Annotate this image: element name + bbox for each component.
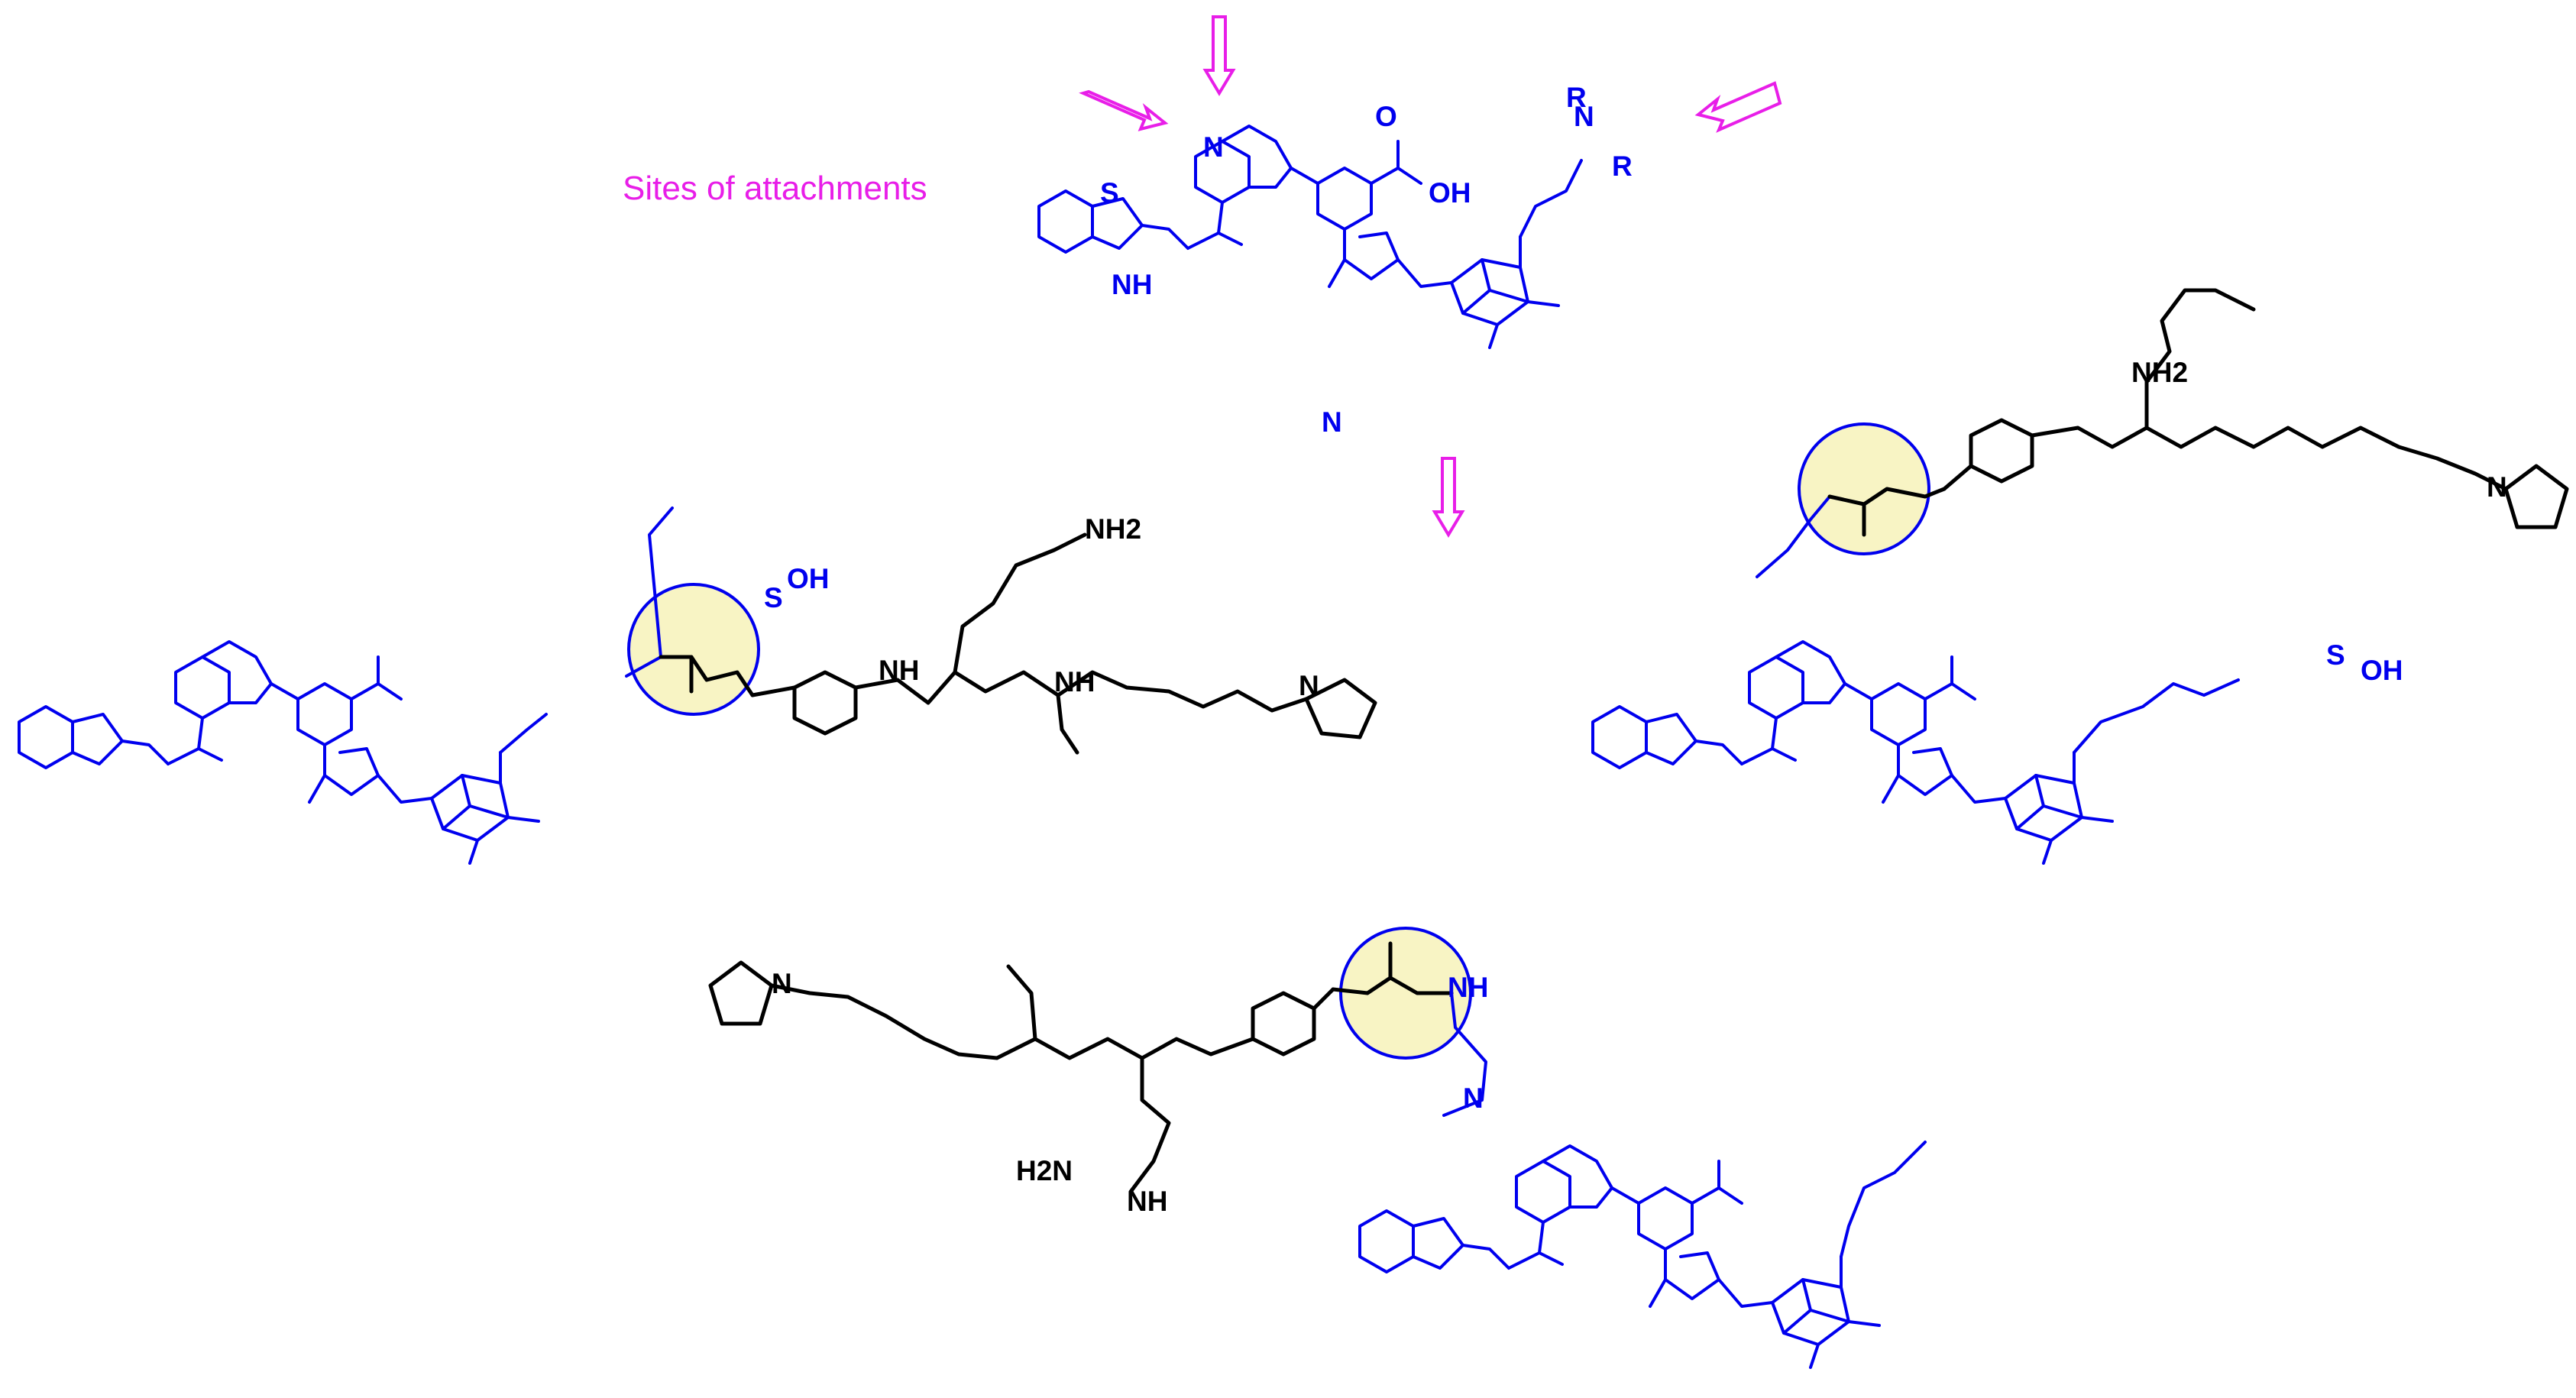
atom-label-n: N <box>2487 471 2507 503</box>
top-payload-structure <box>1037 125 1583 349</box>
benzene-ring <box>1251 991 1316 1057</box>
atom-label-nh2: NH2 <box>1085 513 1141 545</box>
carbamate-highlight <box>627 583 760 716</box>
atom-label-oh: OH <box>1429 177 1471 209</box>
atom-label-oh: OH <box>2361 655 2403 686</box>
atom-label-r: R <box>1612 150 1633 182</box>
right-conjugate-payload <box>1591 640 2240 865</box>
atom-label-nh: NH <box>1127 1186 1167 1217</box>
atom-label-nh2: NH2 <box>2131 357 2188 388</box>
atom-label-nh: NH <box>1112 269 1152 300</box>
right-arrow-icon <box>1079 89 1169 131</box>
atom-label-n: N <box>1203 131 1224 163</box>
atom-label-s: S <box>764 582 783 613</box>
down-arrow-icon <box>1202 15 1236 96</box>
benzene-ring <box>1969 418 2034 484</box>
attachment-arrows <box>1079 15 1782 538</box>
left-arrow-icon <box>1694 81 1782 133</box>
maleimide-ring <box>1304 678 1377 739</box>
atom-label-nh: NH <box>1054 666 1095 697</box>
down-arrow-icon <box>1432 457 1465 538</box>
atom-label-n: N <box>1322 406 1342 438</box>
maleimide-ring <box>708 960 774 1026</box>
atom-label-s: S <box>2326 639 2345 671</box>
atom-label-nh: NH <box>1448 972 1488 1003</box>
atom-label-n: N <box>1299 670 1319 701</box>
benzene-ring <box>792 670 858 736</box>
atom-label-s: S <box>1100 177 1119 209</box>
atom-label-h2n: H2N <box>1016 1155 1073 1186</box>
carbamate-highlight <box>1798 422 1930 555</box>
atom-label-o: O <box>1375 101 1397 132</box>
carbamate-highlight <box>1339 927 1472 1060</box>
atom-label-oh: OH <box>787 563 830 594</box>
maleimide-ring <box>2503 464 2569 529</box>
atom-label-n: N <box>1463 1082 1484 1114</box>
atom-label-n: N <box>772 968 792 999</box>
atom-label-n: N <box>1574 101 1594 132</box>
sites-of-attachments-label: Sites of attachments <box>623 170 927 207</box>
bottom-conjugate-payload <box>1358 1141 1927 1369</box>
atom-label-nh: NH <box>879 655 919 686</box>
atom-label-r: R <box>1566 82 1587 113</box>
left-conjugate-payload <box>18 640 548 865</box>
